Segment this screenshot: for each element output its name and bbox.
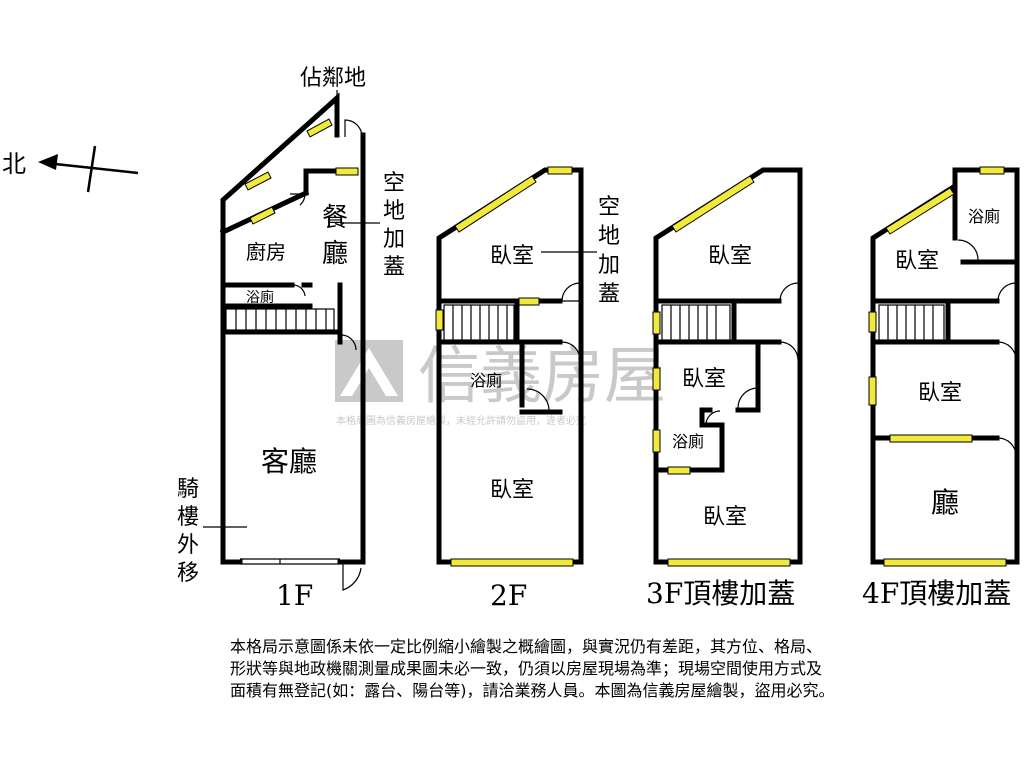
floor-2-open-space: 空 地 加 蓋 bbox=[598, 195, 620, 307]
floor-3-bedroom-top-label: 臥室 bbox=[708, 244, 752, 269]
disclaimer: 本格局示意圖係未依一定比例縮小繪製之概繪圖，與實況仍有差距，其方位、格局、 形狀… bbox=[230, 636, 1010, 702]
svg-text:外: 外 bbox=[177, 533, 199, 558]
floor-4-title: 4F頂樓加蓋 bbox=[862, 577, 1011, 610]
svg-text:蓋: 蓋 bbox=[598, 282, 620, 307]
floor-1-living-label: 客廳 bbox=[261, 445, 317, 478]
floor-1-doors bbox=[290, 119, 363, 591]
floor-2-plan: 臥室 浴廁 臥室 空 地 加 蓋 2F bbox=[435, 166, 620, 612]
arrow-head-icon bbox=[38, 154, 58, 170]
disclaimer-line-2: 形狀等與地政機關測量成果圖未必一致，仍須以房屋現場為準；現場空間使用方式及 bbox=[230, 659, 823, 678]
floor-3-plan: 臥室 臥室 浴廁 臥室 3F頂樓加蓋 bbox=[646, 167, 803, 610]
floor-2-bedroom-bottom-label: 臥室 bbox=[490, 478, 534, 503]
floor-2-bedroom-top-label: 臥室 bbox=[490, 244, 534, 269]
floor-1-dining-label-1: 餐 bbox=[322, 203, 348, 233]
floor-1-stairs bbox=[225, 308, 335, 331]
floor-3-stairs bbox=[661, 304, 731, 341]
svg-text:樓: 樓 bbox=[177, 505, 199, 530]
svg-text:蓋: 蓋 bbox=[383, 255, 405, 280]
floor-3-title: 3F頂樓加蓋 bbox=[646, 577, 795, 610]
floor-3-bath-label: 浴廁 bbox=[672, 432, 704, 451]
floor-2-title: 2F bbox=[490, 579, 527, 612]
svg-text:加: 加 bbox=[598, 253, 620, 278]
watermark-logo-icon bbox=[335, 340, 403, 402]
floor-4-bath-label: 浴廁 bbox=[968, 207, 1000, 226]
floor-2-doors bbox=[526, 282, 581, 413]
floor-plan: 信義房屋 本格局圖為信義房屋繪製，未經允許請勿盜用，違者必究 北 bbox=[2, 66, 1020, 612]
svg-text:地: 地 bbox=[383, 199, 405, 224]
floor-3-windows bbox=[652, 175, 791, 567]
floor-1-bath-label: 浴廁 bbox=[246, 289, 274, 306]
floor-1-outer-wall bbox=[220, 92, 340, 565]
floor-1-neighbor-land: 佔鄰地 bbox=[300, 66, 366, 91]
disclaimer-line-3: 面積有無登記(如：露台、陽台等)，請洽業務人員。本圖為信義房屋繪製，盜用必究。 bbox=[230, 681, 835, 700]
svg-text:加: 加 bbox=[383, 227, 405, 252]
floor-4-plan: 浴廁 臥室 臥室 廳 4F頂樓加蓋 bbox=[862, 166, 1020, 610]
floor-2-windows bbox=[435, 166, 574, 567]
floor-4-bedroom-mid-label: 臥室 bbox=[918, 381, 962, 406]
floor-1-arcade: 騎 樓 外 移 bbox=[177, 477, 199, 586]
north-arrow: 北 bbox=[2, 145, 139, 193]
floor-1-windows bbox=[244, 118, 359, 225]
svg-text:空: 空 bbox=[598, 195, 620, 220]
watermark-notice: 本格局圖為信義房屋繪製，未經允許請勿盜用，違者必究 bbox=[336, 414, 586, 427]
floor-2-stairs bbox=[443, 304, 515, 341]
floor-3-doors bbox=[705, 282, 799, 426]
svg-text:騎: 騎 bbox=[177, 477, 199, 502]
floor-4-hall-label: 廳 bbox=[931, 486, 959, 519]
north-label: 北 bbox=[2, 150, 26, 178]
svg-text:空: 空 bbox=[383, 171, 405, 196]
floor-2-bath-label: 浴廁 bbox=[470, 371, 502, 390]
floor-1-plan: 佔鄰地 廚房 餐 廳 浴廁 客廳 空 地 加 蓋 騎 樓 外 移 1F bbox=[177, 66, 405, 612]
floor-4-doors bbox=[957, 239, 1017, 457]
floor-4-stairs bbox=[878, 304, 945, 341]
floor-1-kitchen-label: 廚房 bbox=[246, 240, 286, 264]
disclaimer-line-1: 本格局示意圖係未依一定比例縮小繪製之概繪圖，與實況仍有差距，其方位、格局、 bbox=[230, 637, 823, 656]
floor-4-windows bbox=[868, 166, 1007, 567]
svg-text:移: 移 bbox=[177, 561, 199, 586]
floor-4-bedroom-top-label: 臥室 bbox=[895, 249, 939, 274]
floor-1-title: 1F bbox=[276, 579, 313, 612]
floor-1-dining-label-2: 廳 bbox=[322, 239, 348, 269]
floor-3-bedroom-mid-label: 臥室 bbox=[682, 367, 726, 392]
svg-text:地: 地 bbox=[598, 224, 620, 249]
floor-3-bedroom-bottom-label: 臥室 bbox=[703, 505, 747, 530]
floor-1-open-space: 空 地 加 蓋 bbox=[383, 171, 405, 280]
watermark: 信義房屋 本格局圖為信義房屋繪製，未經允許請勿盜用，違者必究 bbox=[335, 339, 666, 427]
watermark-brand: 信義房屋 bbox=[418, 339, 666, 412]
